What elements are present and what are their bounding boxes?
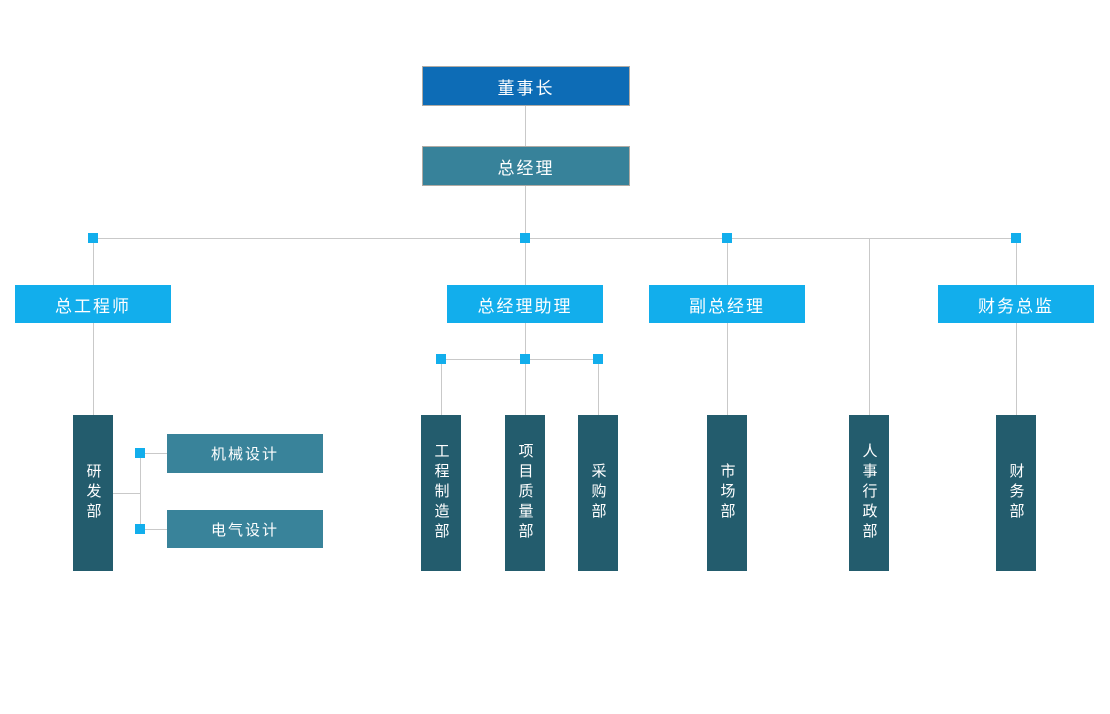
junction-dot xyxy=(520,233,530,243)
junction-dot xyxy=(520,354,530,364)
connector-rail-chief-engineer xyxy=(93,238,94,285)
connector-rd-branch-rail xyxy=(140,453,141,529)
org-node-general-manager[interactable]: 总经理 xyxy=(422,146,630,186)
connector-subrail-procurement xyxy=(598,359,599,415)
connector-chairman-gm xyxy=(525,106,526,146)
connector-branch-electrical xyxy=(140,529,167,530)
connector-sub-rail xyxy=(441,359,598,360)
org-node-project-quality-dept[interactable]: 项目质量部 xyxy=(505,415,545,571)
org-node-marketing-dept[interactable]: 市场部 xyxy=(707,415,747,571)
org-node-chief-engineer[interactable]: 总工程师 xyxy=(15,285,171,323)
junction-dot xyxy=(88,233,98,243)
junction-dot xyxy=(135,524,145,534)
connector-subrail-project-quality xyxy=(525,359,526,415)
junction-dot xyxy=(135,448,145,458)
connector-rd-branch-stub xyxy=(113,493,140,494)
org-node-gm-assistant[interactable]: 总经理助理 xyxy=(447,285,603,323)
connector-branch-mechanical xyxy=(140,453,167,454)
org-node-procurement-dept[interactable]: 采购部 xyxy=(578,415,618,571)
connector-chief-engineer-rd xyxy=(93,323,94,415)
org-node-rd-dept[interactable]: 研发部 xyxy=(73,415,113,571)
connector-subrail-engineering-mfg xyxy=(441,359,442,415)
junction-dot xyxy=(1011,233,1021,243)
junction-dot xyxy=(722,233,732,243)
connector-main-rail xyxy=(93,238,1016,239)
org-node-engineering-mfg-dept[interactable]: 工程制造部 xyxy=(421,415,461,571)
org-node-hr-admin-dept[interactable]: 人事行政部 xyxy=(849,415,889,571)
junction-dot xyxy=(593,354,603,364)
org-node-chairman[interactable]: 董事长 xyxy=(422,66,630,106)
connector-rail-deputy-gm xyxy=(727,238,728,285)
org-node-electrical-design[interactable]: 电气设计 xyxy=(167,510,323,548)
connector-deputy-marketing xyxy=(727,323,728,415)
org-node-mechanical-design[interactable]: 机械设计 xyxy=(167,434,323,473)
connector-assistant-subrail xyxy=(525,323,526,359)
connector-finance-director-finance xyxy=(1016,323,1017,415)
org-node-deputy-gm[interactable]: 副总经理 xyxy=(649,285,805,323)
junction-dot xyxy=(436,354,446,364)
connector-rail-finance-director xyxy=(1016,238,1017,285)
connector-rail-hr-admin xyxy=(869,238,870,415)
org-node-finance-director[interactable]: 财务总监 xyxy=(938,285,1094,323)
org-node-finance-dept[interactable]: 财务部 xyxy=(996,415,1036,571)
